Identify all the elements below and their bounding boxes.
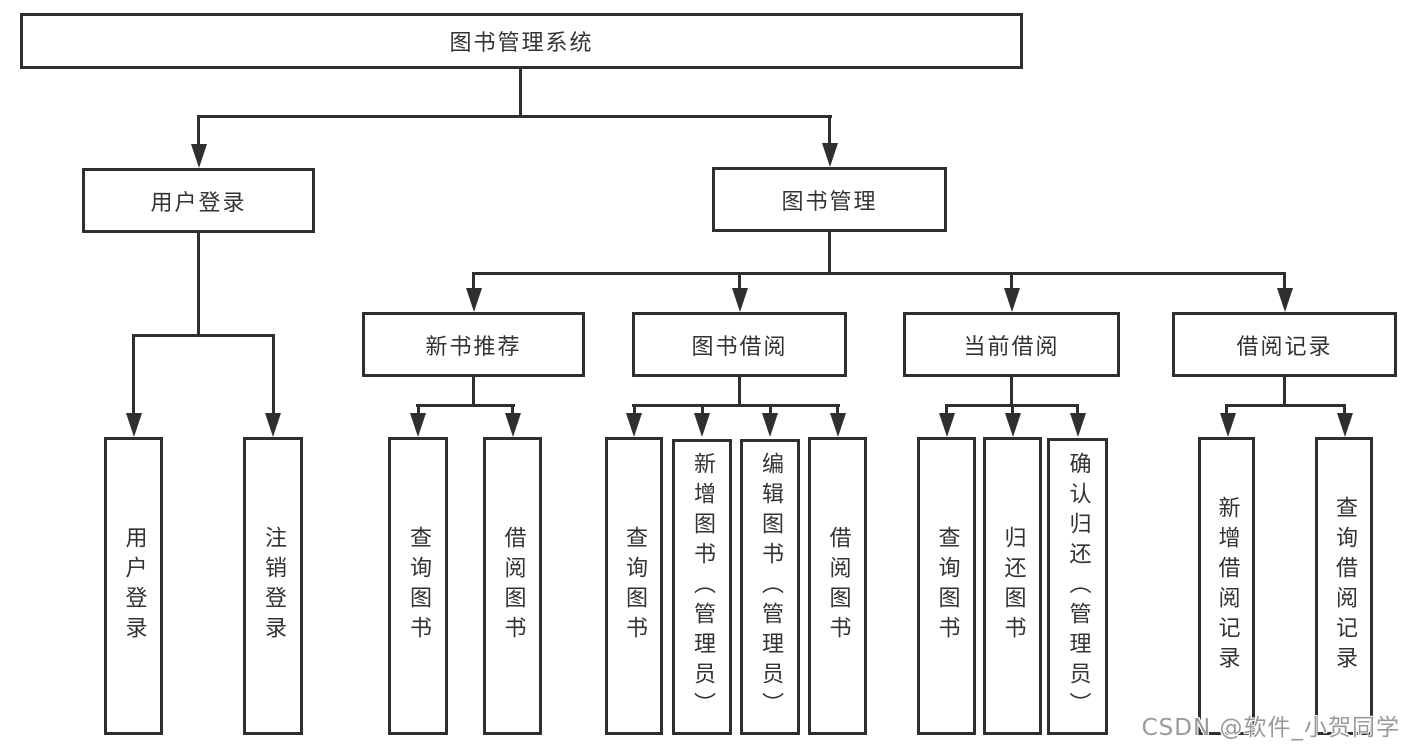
arrow-down-icon: [938, 413, 955, 437]
leaf-user-login: 用户登录: [104, 437, 163, 735]
node-borrow-records: 借阅记录: [1172, 312, 1397, 377]
leaf-logout: 注销登录: [243, 437, 303, 735]
arrow-down-icon: [626, 413, 642, 437]
watermark: CSDN @软件_小贺同学: [1141, 715, 1400, 741]
connector-line: [768, 406, 772, 416]
node-new-book-recommend: 新书推荐: [362, 312, 585, 377]
node-label: 当前借阅: [963, 334, 1060, 360]
node-label: 新书推荐: [425, 334, 522, 360]
connector-line: [828, 117, 831, 146]
connector-line: [1283, 377, 1286, 407]
connector-line: [472, 272, 1286, 275]
node-book-borrow: 图书借阅: [632, 312, 847, 377]
connector-line: [472, 274, 475, 290]
node-label: 归还图书: [1000, 526, 1026, 646]
connector-line: [738, 377, 741, 407]
arrow-down-icon: [190, 144, 207, 168]
node-label: 借阅图书: [500, 526, 526, 646]
connector-line: [416, 404, 515, 407]
arrow-down-icon: [821, 143, 838, 167]
connector-line: [738, 274, 741, 290]
arrow-down-icon: [1276, 288, 1293, 312]
leaf-confirm-return-admin: 确认归还（管理员）: [1047, 438, 1108, 735]
arrow-down-icon: [265, 413, 281, 437]
node-label: 注销登录: [261, 526, 286, 646]
node-label: 用户登录: [121, 526, 147, 646]
connector-line: [1225, 406, 1228, 416]
leaf-query-books-recommend: 查询图书: [388, 437, 448, 735]
node-label: 用户登录: [150, 190, 247, 216]
arrow-down-icon: [125, 413, 142, 437]
node-label: 查询图书: [406, 526, 431, 646]
connector-line: [632, 404, 840, 407]
connector-line: [945, 406, 948, 416]
node-label: 查询图书: [934, 526, 960, 646]
connector-line: [632, 406, 636, 416]
arrow-down-icon: [504, 413, 521, 437]
connector-line: [828, 232, 831, 274]
arrow-down-icon: [1004, 413, 1021, 437]
node-label: 新增借阅记录: [1214, 496, 1240, 676]
connector-line: [132, 334, 275, 337]
arrow-down-icon: [1337, 413, 1353, 437]
connector-line: [511, 406, 514, 416]
connector-line: [271, 336, 275, 416]
node-user-login: 用户登录: [82, 168, 315, 233]
node-current-borrow: 当前借阅: [903, 312, 1120, 377]
leaf-borrow-books: 借阅图书: [808, 437, 867, 735]
connector-line: [197, 232, 200, 336]
node-label: 借阅图书: [825, 526, 851, 646]
node-label: 图书管理: [781, 189, 878, 215]
connector-line: [472, 377, 475, 407]
node-label: 查询图书: [622, 526, 647, 646]
connector-line: [197, 115, 832, 118]
arrow-down-icon: [410, 413, 426, 437]
node-label: 查询借阅记录: [1332, 496, 1357, 676]
node-label: 编辑图书（管理员）: [758, 452, 783, 722]
arrow-down-icon: [762, 413, 778, 437]
arrow-down-icon: [465, 288, 482, 312]
arrow-down-icon: [731, 288, 748, 312]
leaf-query-books-borrow: 查询图书: [605, 437, 663, 735]
node-label: 新增图书（管理员）: [690, 452, 715, 722]
leaf-query-borrow-record: 查询借阅记录: [1315, 437, 1373, 735]
connector-line: [519, 68, 522, 118]
arrow-down-icon: [829, 413, 846, 437]
connector-line: [416, 406, 420, 416]
connector-line: [197, 117, 200, 147]
connector-line: [1011, 406, 1014, 416]
leaf-borrow-books-recommend: 借阅图书: [483, 437, 542, 735]
connector-line: [1010, 274, 1013, 290]
arrow-down-icon: [1003, 288, 1020, 312]
arrow-down-icon: [1219, 413, 1236, 437]
arrow-down-icon: [694, 413, 710, 437]
leaf-add-borrow-record: 新增借阅记录: [1198, 437, 1255, 735]
leaf-query-books-current: 查询图书: [917, 437, 976, 735]
leaf-return-books: 归还图书: [983, 437, 1042, 735]
connector-line: [1225, 404, 1346, 407]
node-label: 借阅记录: [1236, 334, 1333, 360]
connector-line: [1342, 406, 1346, 416]
connector-line: [836, 406, 839, 416]
connector-line: [945, 404, 1079, 407]
arrow-down-icon: [1069, 413, 1086, 437]
leaf-add-books-admin: 新增图书（管理员）: [672, 439, 732, 735]
connector-line: [1076, 406, 1079, 416]
node-root: 图书管理系统: [20, 13, 1023, 69]
leaf-edit-books-admin: 编辑图书（管理员）: [740, 439, 800, 735]
node-label: 图书借阅: [691, 334, 788, 360]
connector-line: [700, 406, 704, 416]
connector-line: [1010, 377, 1013, 407]
connector-line: [132, 336, 135, 416]
node-book-management: 图书管理: [712, 167, 947, 232]
connector-line: [1283, 274, 1286, 290]
node-label: 确认归还（管理员）: [1065, 451, 1091, 722]
node-label: 图书管理系统: [449, 31, 594, 56]
